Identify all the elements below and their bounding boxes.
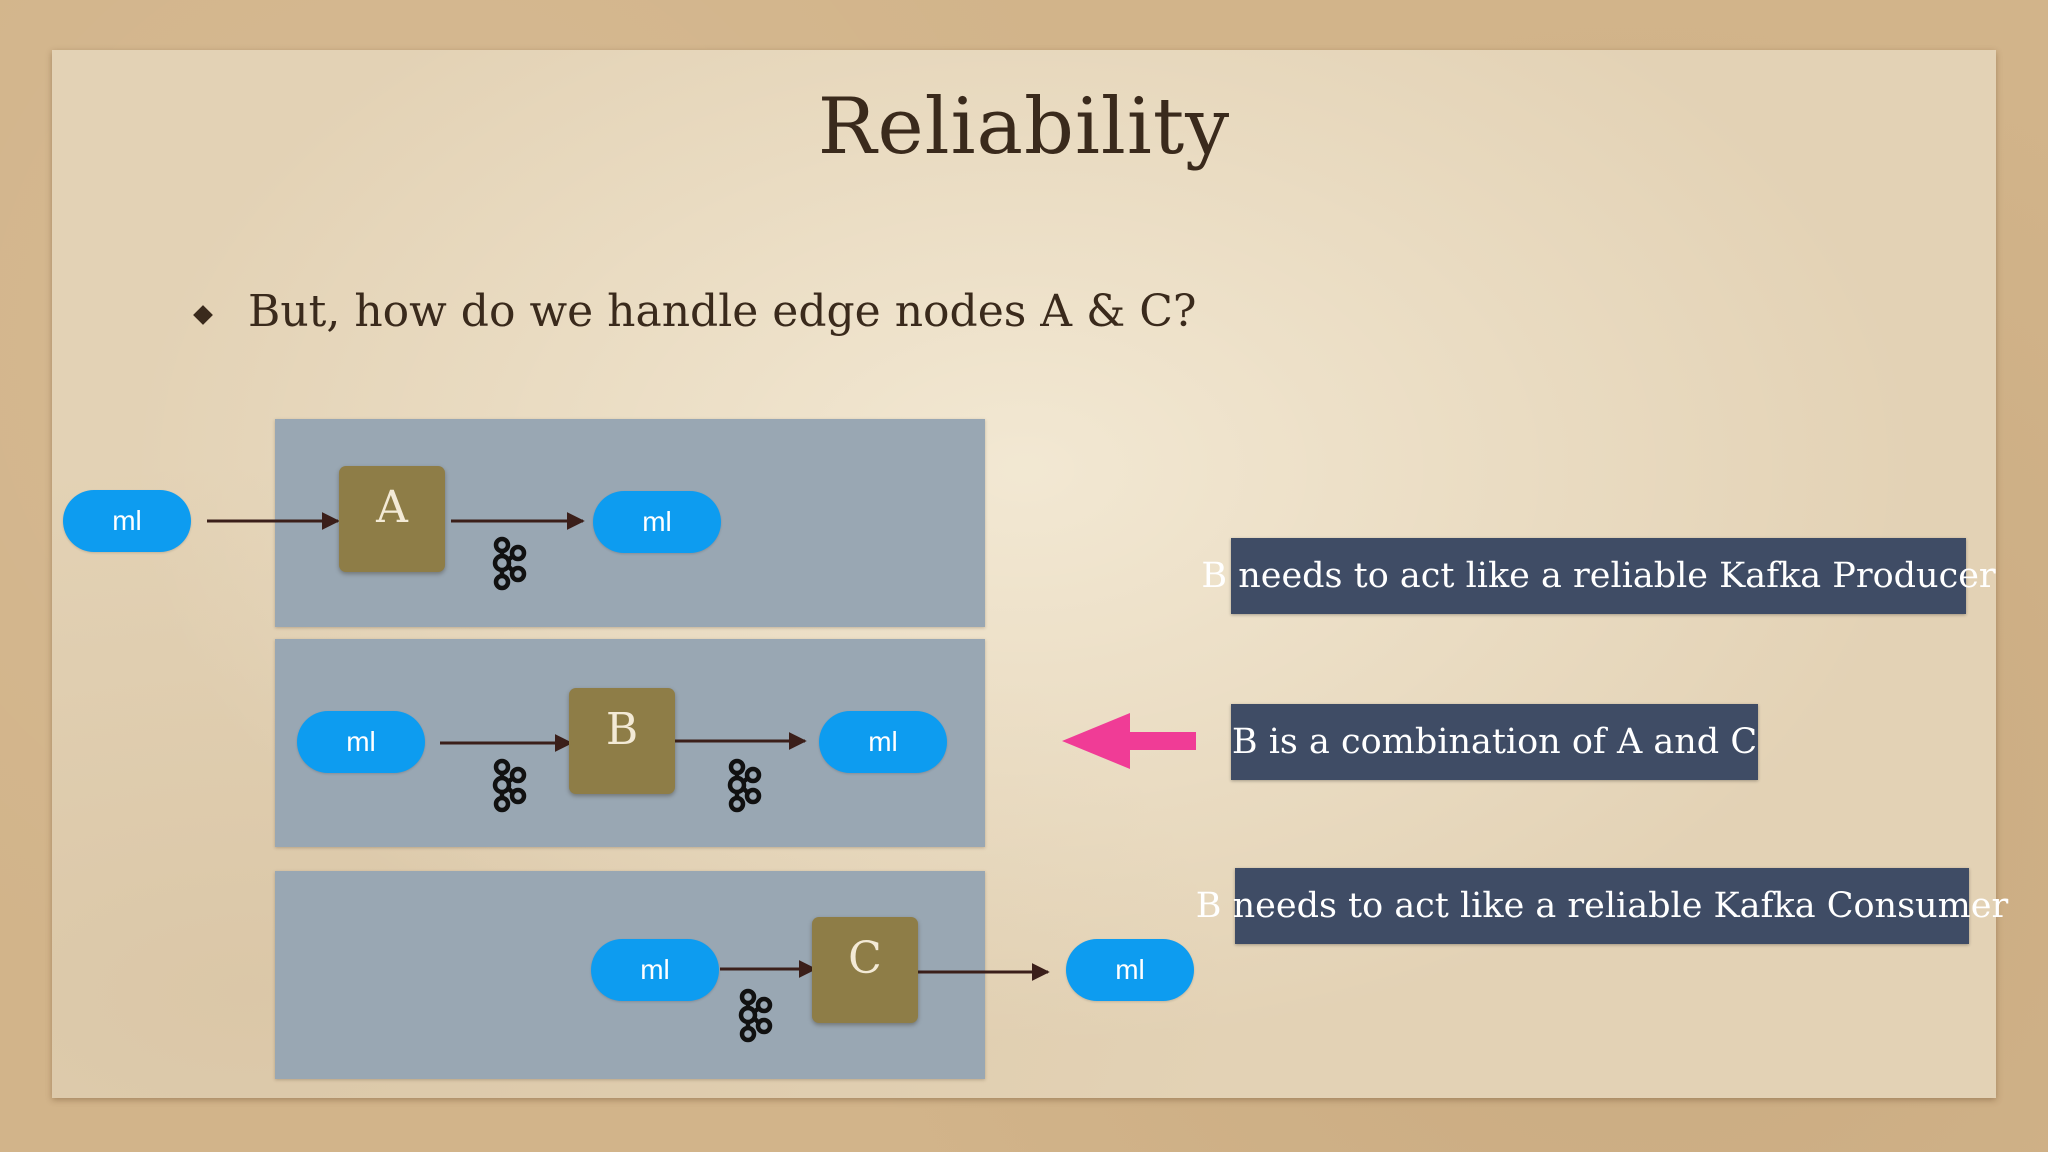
ml-pill: ml <box>63 490 191 552</box>
slide-title: Reliability <box>817 82 1231 172</box>
kafka-icon <box>495 761 524 810</box>
highlight-arrow-icon <box>1062 713 1196 769</box>
callout-combination: B is a combination of A and C <box>1231 704 1758 780</box>
node-b: B <box>569 688 675 794</box>
callout-consumer: B needs to act like a reliable Kafka Con… <box>1196 868 2008 944</box>
ml-pill: ml <box>819 711 947 773</box>
ml-pill: ml <box>591 939 719 1001</box>
kafka-icon <box>741 991 770 1040</box>
node-c: C <box>812 917 918 1023</box>
node-a: A <box>339 466 445 572</box>
kafka-icon <box>495 539 524 588</box>
bullet-text: But, how do we handle edge nodes A & C? <box>248 286 1197 337</box>
ml-pill: ml <box>297 711 425 773</box>
kafka-icon <box>730 761 759 810</box>
callout-producer: B needs to act like a reliable Kafka Pro… <box>1201 538 1996 614</box>
ml-pill: ml <box>593 491 721 553</box>
ml-pill: ml <box>1066 939 1194 1001</box>
